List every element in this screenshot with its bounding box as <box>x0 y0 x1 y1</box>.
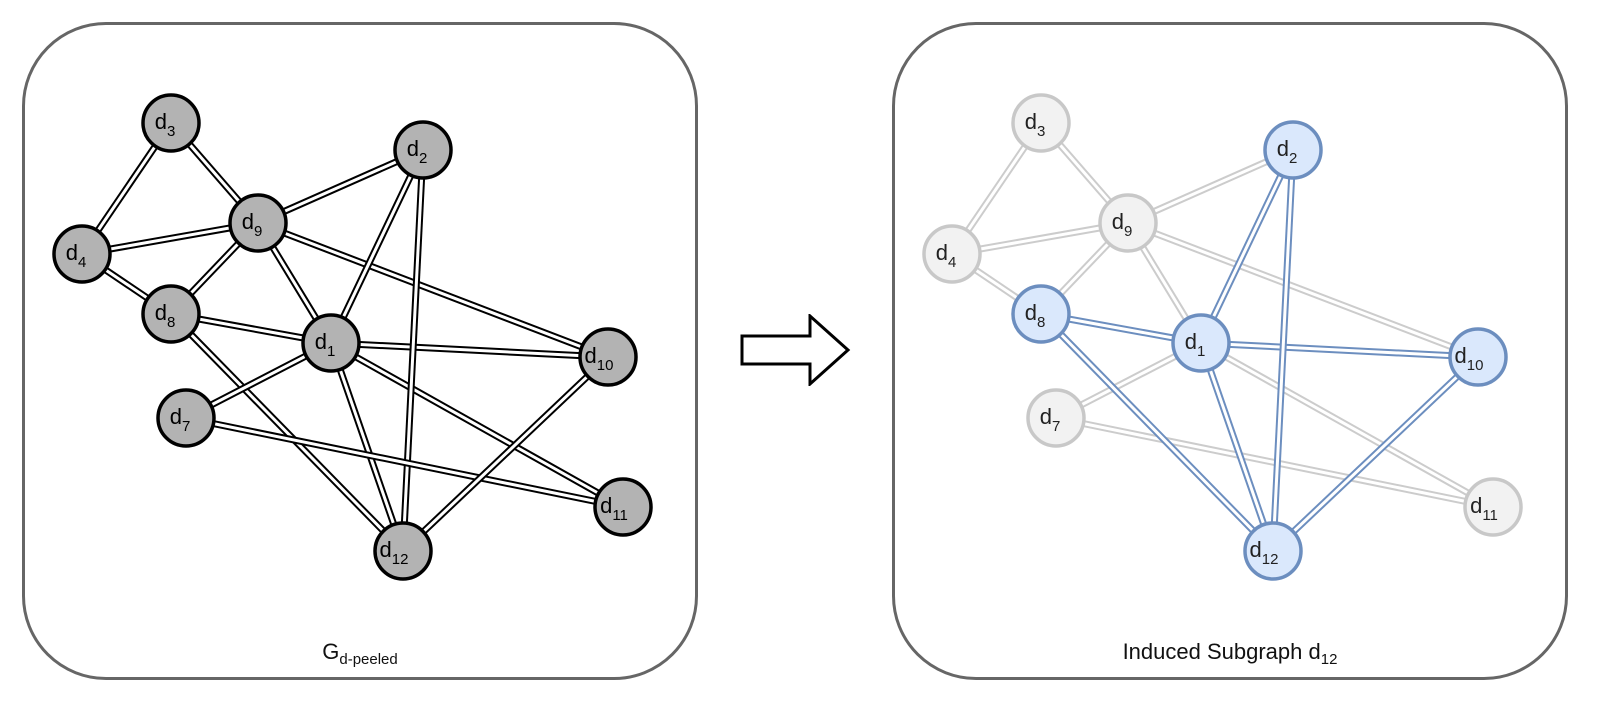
node-label-d7: d7 <box>170 404 191 435</box>
node-d8: d8 <box>1011 284 1071 344</box>
edge-d1-d12 <box>1197 341 1277 553</box>
node-d10: d10 <box>578 327 638 387</box>
node-label-d8: d8 <box>155 300 176 331</box>
edge-d1-d10 <box>1200 339 1479 361</box>
node-d12: d12 <box>1243 521 1303 581</box>
edge-d4-d9 <box>951 219 1129 258</box>
edge-d1-d2 <box>327 148 427 345</box>
node-d4: d4 <box>52 224 112 284</box>
edge-d1-d11 <box>329 339 625 511</box>
node-label-d11: d11 <box>600 493 628 524</box>
edge-d9-d2 <box>256 146 425 227</box>
left-graph-canvas: d1 d2 d3 d4 d7 d8 d9 d10 d11 d12 <box>52 93 653 581</box>
edge-d9-d10 <box>1126 219 1480 361</box>
edge-d10-d12 <box>400 354 611 554</box>
edge-layer <box>79 120 625 554</box>
node-d11: d11 <box>1463 477 1523 537</box>
node-d3: d3 <box>1011 93 1071 153</box>
node-label-d3: d3 <box>1025 109 1046 140</box>
node-d2: d2 <box>393 120 453 180</box>
node-d2: d2 <box>1263 120 1323 180</box>
caption-subscript: 12 <box>1320 651 1338 668</box>
node-d8: d8 <box>141 284 201 344</box>
node-label-d1: d1 <box>1185 329 1206 360</box>
node-label-d4: d4 <box>936 240 957 271</box>
right-panel-caption: Induced Subgraph d12 <box>895 639 1565 668</box>
left-graph-panel: d1 d2 d3 d4 d7 d8 d9 d10 d11 d12 Gd-peeled <box>22 22 698 680</box>
right-graph-canvas: d1 d2 d3 d4 d7 d8 d9 d10 d11 d12 <box>922 93 1523 581</box>
edge-d1-d10 <box>330 339 609 361</box>
caption-subscript: d-peeled <box>339 651 398 668</box>
node-d10: d10 <box>1448 327 1508 387</box>
node-label-d9: d9 <box>242 209 263 240</box>
node-label-d12: d12 <box>380 537 409 568</box>
node-label-d3: d3 <box>155 109 176 140</box>
node-d9: d9 <box>1098 193 1158 253</box>
right-arrow-icon <box>740 314 851 386</box>
edge-d9-d2 <box>1126 146 1295 227</box>
edge-d1-d12 <box>327 341 407 553</box>
edge-d10-d12 <box>1270 354 1481 554</box>
right-graph-panel: d1 d2 d3 d4 d7 d8 d9 d10 d11 d12 Induced Subgraph… <box>892 22 1568 680</box>
node-label-d12: d12 <box>1250 537 1279 568</box>
left-panel-caption: Gd-peeled <box>25 639 695 668</box>
caption-main: Induced Subgraph d <box>1122 639 1321 664</box>
node-d1: d1 <box>1171 313 1231 373</box>
node-label-d4: d4 <box>66 240 87 271</box>
edge-d2-d12 <box>1269 149 1297 552</box>
edge-d9-d10 <box>256 219 610 361</box>
caption-main: G <box>322 639 340 664</box>
node-d1: d1 <box>301 313 361 373</box>
node-d12: d12 <box>373 521 433 581</box>
node-label-d1: d1 <box>315 329 336 360</box>
node-d7: d7 <box>156 388 216 448</box>
node-label-d11: d11 <box>1470 493 1498 524</box>
node-d9: d9 <box>228 193 288 253</box>
node-d3: d3 <box>141 93 201 153</box>
node-label-d9: d9 <box>1112 209 1133 240</box>
edge-d7-d11 <box>185 414 624 511</box>
node-d4: d4 <box>922 224 982 284</box>
edge-d8-d12 <box>1038 311 1276 554</box>
edge-d8-d12 <box>168 311 406 554</box>
node-d11: d11 <box>593 477 653 537</box>
node-label-d10: d10 <box>1455 343 1484 374</box>
node-label-d7: d7 <box>1040 404 1061 435</box>
edge-d2-d12 <box>399 149 427 552</box>
node-label-d2: d2 <box>407 136 428 167</box>
node-label-d10: d10 <box>585 343 614 374</box>
edge-d1-d11 <box>1199 339 1495 511</box>
node-d7: d7 <box>1026 388 1086 448</box>
node-label-d2: d2 <box>1277 136 1298 167</box>
node-label-d8: d8 <box>1025 300 1046 331</box>
edge-d4-d9 <box>81 219 259 258</box>
edge-d1-d2 <box>1197 148 1297 345</box>
